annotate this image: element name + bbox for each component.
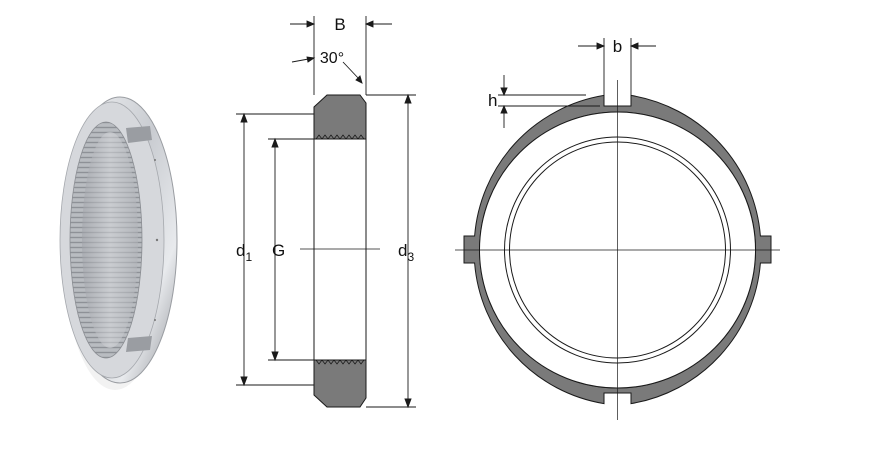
angle-30-indicator bbox=[291, 56, 363, 84]
dimension-g bbox=[268, 137, 314, 362]
dimension-b-slot bbox=[578, 38, 656, 100]
nut-slot-bottom bbox=[126, 336, 152, 352]
label-b-slot: b bbox=[613, 37, 622, 56]
nut-bore-inner bbox=[82, 132, 138, 348]
nut-3d-render bbox=[59, 96, 178, 390]
dimension-d3 bbox=[366, 93, 416, 409]
nut-mark-3 bbox=[154, 319, 156, 321]
nut-mark-2 bbox=[155, 238, 159, 242]
thread-teeth-top bbox=[315, 134, 365, 140]
label-b-width: B bbox=[334, 15, 345, 34]
nut-slot-top bbox=[126, 126, 152, 143]
dimension-b-width bbox=[290, 16, 392, 95]
dimension-h bbox=[498, 75, 600, 128]
cross-section-view bbox=[300, 94, 380, 408]
nut-mark-1 bbox=[154, 159, 156, 161]
label-d3: d3 bbox=[398, 241, 414, 264]
thread-teeth-bottom bbox=[315, 359, 365, 365]
label-g: G bbox=[272, 241, 285, 260]
label-d1: d1 bbox=[236, 241, 252, 264]
dimension-d1 bbox=[236, 112, 314, 387]
section-top bbox=[313, 94, 367, 140]
front-view bbox=[455, 80, 780, 420]
label-h: h bbox=[488, 91, 497, 110]
label-angle: 30° bbox=[320, 50, 344, 67]
section-bottom bbox=[313, 359, 367, 408]
